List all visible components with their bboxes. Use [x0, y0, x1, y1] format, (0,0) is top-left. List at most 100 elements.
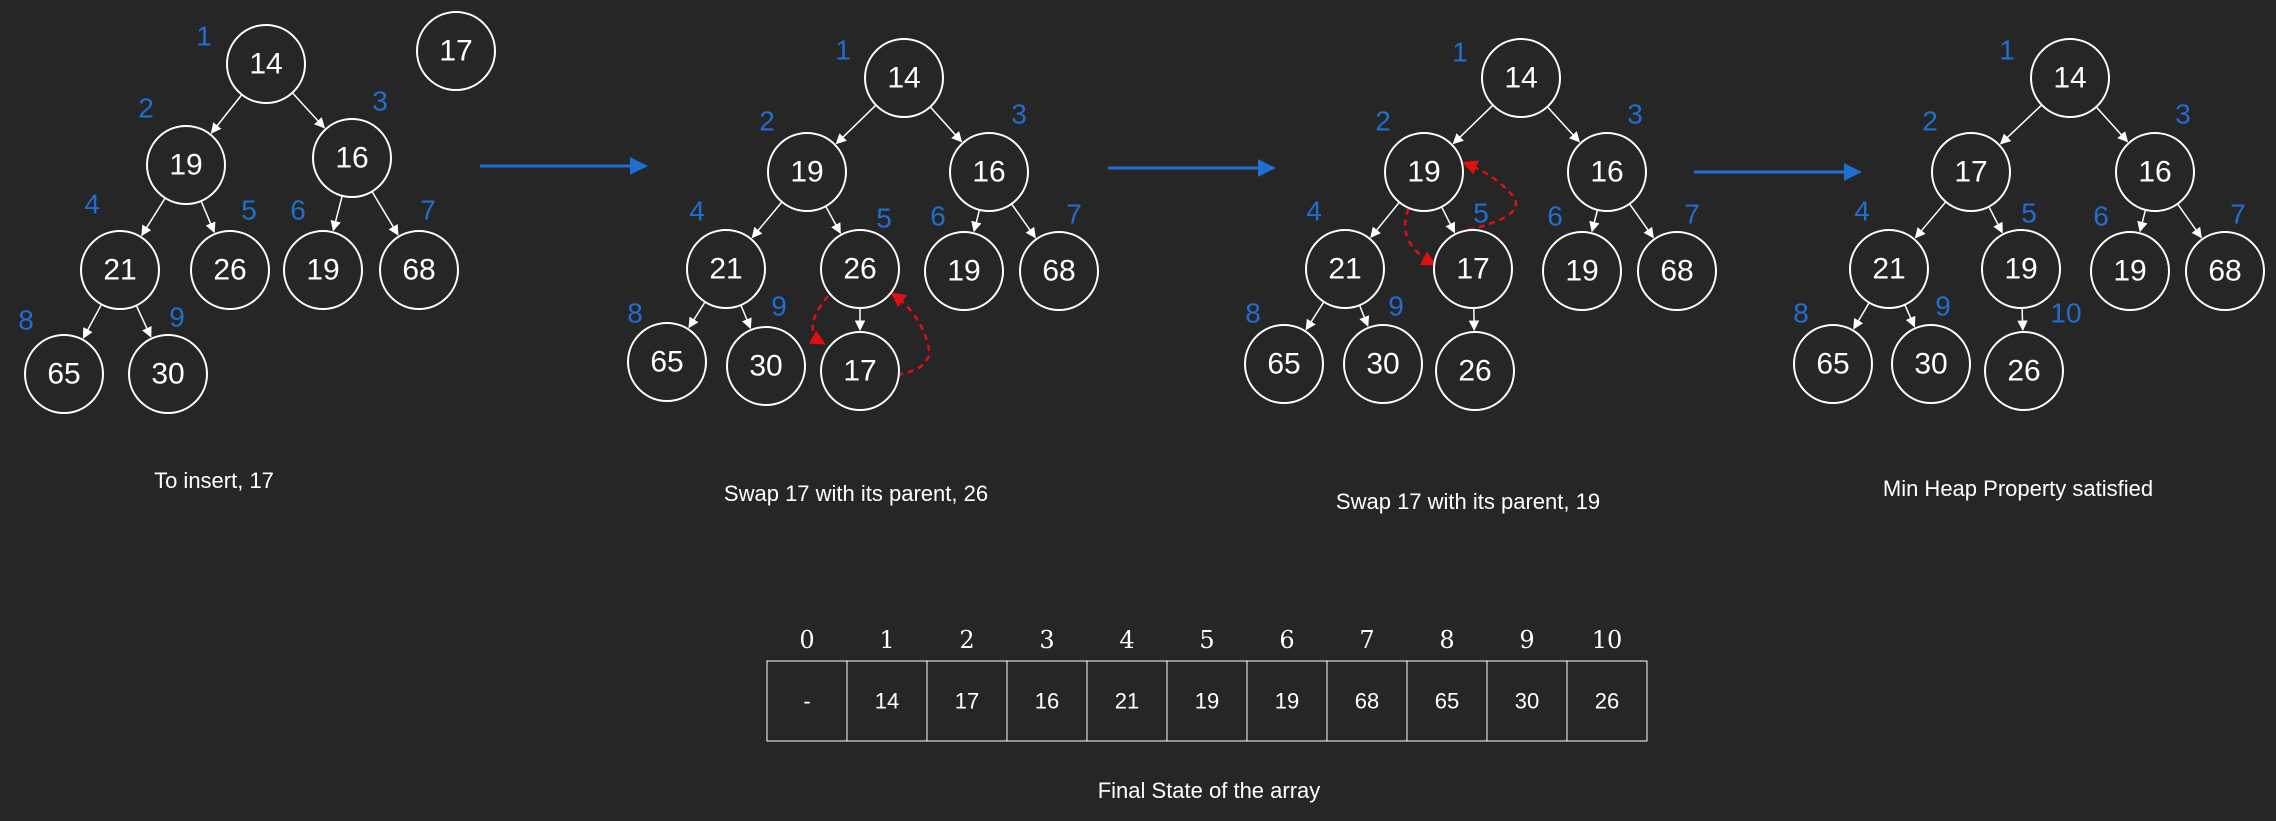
heap-node-value: 17	[1456, 253, 1489, 286]
tree-edge	[2137, 209, 2148, 233]
heap-node-circle	[1931, 132, 2011, 212]
tree-edge	[2017, 307, 2028, 332]
array-cell: 65	[1406, 660, 1488, 742]
heap-node: 68	[1019, 231, 1099, 311]
array-cell-box	[1406, 660, 1488, 742]
node-index-label: 9	[1388, 291, 1404, 322]
heap-node-value: 65	[650, 346, 683, 379]
heap-node: 16	[312, 118, 392, 198]
heap-node-value: 14	[1504, 62, 1537, 95]
heap-node-value: 21	[103, 254, 136, 287]
heap-node-value: 26	[213, 254, 246, 287]
node-index-label: 2	[138, 93, 154, 124]
node-index-label: 2	[1922, 106, 1938, 137]
node-index-label: 2	[1375, 106, 1391, 137]
node-index-label: 1	[1452, 37, 1468, 68]
node-index-label: 6	[930, 201, 946, 232]
heap-node: 65	[1793, 324, 1873, 404]
tree-edge	[1853, 302, 1870, 330]
array-cell-box	[926, 660, 1008, 742]
node-index-label: 1	[835, 35, 851, 66]
heap-node-value: 30	[1366, 348, 1399, 381]
array-index-label: 2	[959, 626, 974, 654]
heap-node: 26	[1984, 331, 2064, 411]
array-caption: Final State of the array	[1098, 778, 1321, 803]
heap-node: 14	[1481, 38, 1561, 118]
array-index-label: 7	[1359, 626, 1374, 654]
heap-node-value: 14	[2053, 62, 2086, 95]
heap-node-value: 21	[1328, 253, 1361, 286]
heap-node: 21	[80, 230, 160, 310]
heap-node-circle	[2115, 132, 2195, 212]
heap-node-value: 17	[843, 355, 876, 388]
array-cell-value: 16	[1035, 689, 1059, 714]
node-index-label: 10	[2050, 298, 2081, 329]
tree-edge	[141, 197, 166, 237]
heap-node-value: 26	[843, 253, 876, 286]
tree-edge	[1440, 206, 1456, 234]
tree-edges	[82, 92, 2202, 339]
node-index-label: 9	[1935, 291, 1951, 322]
heap-node-circle	[924, 231, 1004, 311]
node-index-label: 5	[876, 203, 892, 234]
heap-node: 14	[2030, 38, 2110, 118]
node-index-label: 7	[1066, 199, 1082, 230]
swap-arrows	[808, 160, 1518, 377]
node-index-label: 1	[1999, 35, 2015, 66]
heap-node: 19	[1542, 231, 1622, 311]
heap-node-value: 68	[402, 254, 435, 287]
array-index-label: 3	[1039, 626, 1054, 654]
heap-node-circle	[2090, 231, 2170, 311]
array-index-label: 9	[1519, 626, 1534, 654]
array-cell-box	[1486, 660, 1568, 742]
array-cell: 21	[1086, 660, 1168, 742]
heap-node-value: 17	[1954, 156, 1987, 189]
tree-edge	[2176, 203, 2202, 239]
heap-node-circle	[1542, 231, 1622, 311]
array-cell: 68	[1326, 660, 1408, 742]
heap-node-value: 19	[2004, 253, 2037, 286]
heap-node-circle	[1343, 324, 1423, 404]
tree-edge	[1358, 304, 1370, 327]
array-cell-box	[1166, 660, 1248, 742]
heap-node: 16	[1567, 132, 1647, 212]
array-index-label: 1	[879, 626, 894, 654]
heap-node: 19	[924, 231, 1004, 311]
step-arrows	[480, 157, 1862, 181]
node-index-label: 7	[1684, 199, 1700, 230]
array-cell: -	[766, 660, 848, 742]
tree-edge	[971, 209, 982, 233]
step-caption: Swap 17 with its parent, 19	[1336, 489, 1600, 514]
tree-edge	[291, 92, 326, 129]
heap-node-value: 26	[1458, 355, 1491, 388]
pending-node-value: 17	[439, 35, 472, 68]
heap-node-circle	[1981, 229, 2061, 309]
array-cell-box	[1086, 660, 1168, 742]
node-index-label: 8	[627, 298, 643, 329]
tree-edge	[929, 106, 963, 143]
swap-arrow	[1462, 160, 1518, 232]
heap-node-value: 19	[306, 254, 339, 287]
heap-node-value: 65	[47, 358, 80, 391]
swap-arrow	[1403, 198, 1437, 266]
heap-node-value: 16	[1590, 156, 1623, 189]
heap-node: 65	[627, 322, 707, 402]
tree-edge	[1589, 209, 1600, 233]
heap-node-circle	[1891, 324, 1971, 404]
node-index-label: 4	[84, 189, 100, 220]
heap-node: 26	[190, 230, 270, 310]
tree-edge	[835, 104, 877, 145]
array-cell: 17	[926, 660, 1008, 742]
array-cell-value: 26	[1595, 689, 1619, 714]
node-index-label: 6	[1547, 201, 1563, 232]
pending-insert-node: 17	[416, 11, 496, 91]
node-index-label: 4	[1306, 196, 1322, 227]
heap-node: 21	[686, 229, 766, 309]
heap-node: 68	[2185, 231, 2265, 311]
tree-edge	[1546, 106, 1581, 143]
array-index-label: 0	[799, 626, 814, 654]
heap-node: 68	[1637, 231, 1717, 311]
tree-edge	[1914, 201, 1947, 239]
